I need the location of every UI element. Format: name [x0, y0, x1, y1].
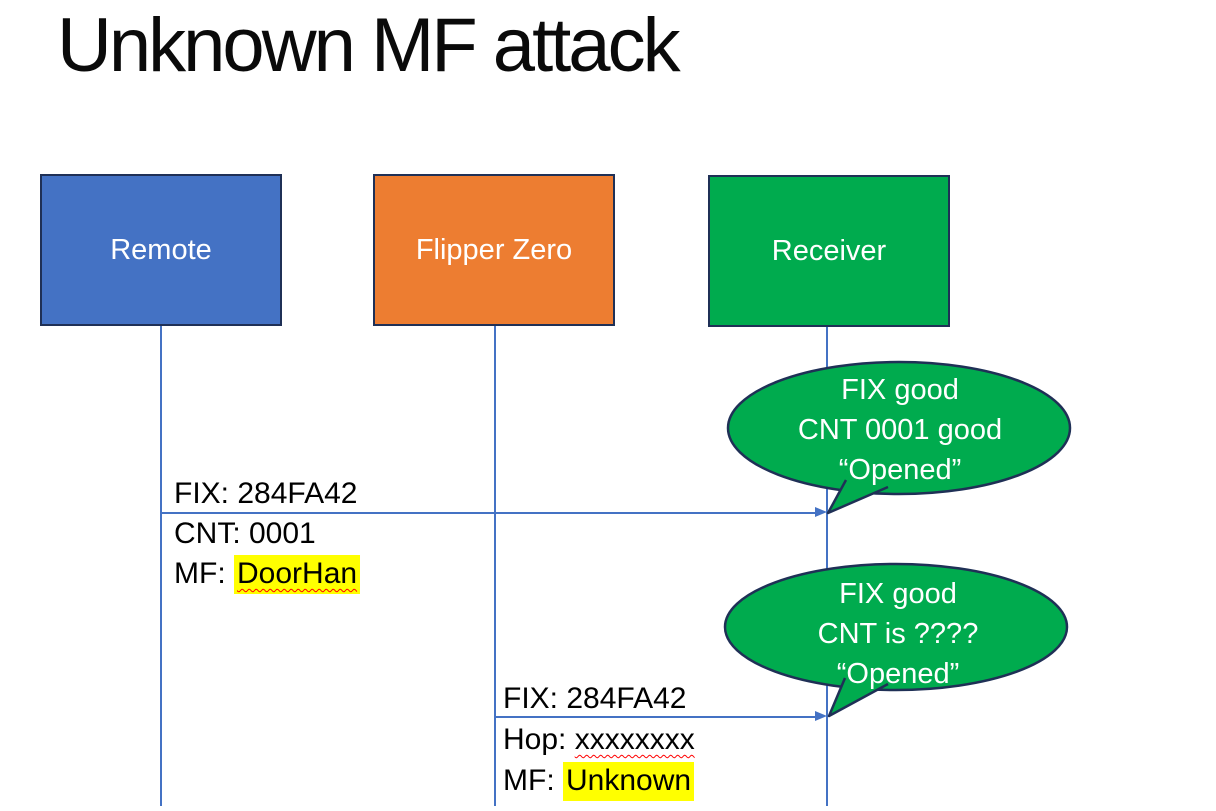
speech-bubble-2-text: FIX good CNT is ???? “Opened” [726, 574, 1070, 694]
lifeline-remote [160, 326, 162, 806]
bubble-2-line-1: FIX good [839, 578, 957, 610]
message-2-mf: MF: Unknown [503, 760, 695, 801]
message-2-mf-value-highlighted: Unknown [563, 762, 695, 801]
message-2-hop-value: xxxxxxxx [574, 723, 695, 756]
arrow-remote-to-receiver [161, 512, 816, 514]
bubble-1-line-2: CNT 0001 good [797, 414, 1003, 446]
actor-box-remote: Remote [40, 174, 282, 326]
actor-label-flipper-zero: Flipper Zero [415, 233, 573, 266]
message-1-mf: MF: DoorHan [174, 554, 361, 594]
actor-box-receiver: Receiver [708, 175, 950, 327]
message-2-hop: Hop: xxxxxxxx [503, 719, 695, 760]
message-2-fix: FIX: 284FA42 [503, 682, 687, 715]
bubble-1-line-3: “Opened” [838, 454, 962, 486]
page-title: Unknown MF attack [57, 3, 681, 88]
bubble-1-line-1: FIX good [841, 374, 959, 406]
speech-bubble-1-text: FIX good CNT 0001 good “Opened” [728, 370, 1072, 490]
bubble-2-line-2: CNT is ???? [817, 618, 979, 650]
arrowhead-remote-to-receiver [815, 507, 827, 517]
arrow-flipper-to-receiver [495, 716, 816, 718]
message-2-hop-prefix: Hop: [503, 723, 575, 756]
actor-label-receiver: Receiver [771, 234, 887, 267]
arrowhead-flipper-to-receiver [815, 711, 827, 721]
lifeline-flipper-zero [494, 326, 496, 806]
message-1-mf-value-highlighted: DoorHan [234, 555, 361, 594]
message-1-mf-prefix: MF: [174, 557, 234, 590]
actor-box-flipper-zero: Flipper Zero [373, 174, 615, 326]
message-2-label: FIX: 284FA42 Hop: xxxxxxxx MF: Unknown [503, 678, 695, 801]
bubble-2-line-3: “Opened” [836, 658, 960, 690]
message-1-fix: FIX: 284FA42 [174, 477, 358, 510]
message-2-mf-prefix: MF: [503, 764, 563, 797]
message-1-label: FIX: 284FA42 CNT: 0001 MF: DoorHan [174, 474, 361, 594]
actor-label-remote: Remote [110, 233, 212, 266]
message-1-cnt: CNT: 0001 [174, 517, 316, 550]
